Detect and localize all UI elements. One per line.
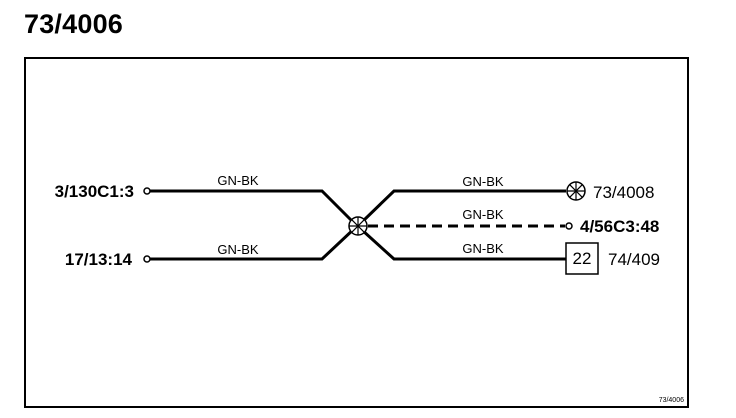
splice-icon[interactable] <box>348 216 368 236</box>
terminal-left-upper[interactable] <box>143 187 151 195</box>
wire-right-upper[interactable] <box>360 189 566 224</box>
left-lower-connector-label: 17/13:14 <box>65 250 133 269</box>
wire-color-label: GN-BK <box>462 174 504 189</box>
right-lower-connector-label: 74/409 <box>608 250 660 269</box>
wire-color-label: GN-BK <box>217 173 259 188</box>
wire-color-label: GN-BK <box>217 242 259 257</box>
wire-right-lower[interactable] <box>360 228 566 261</box>
right-upper-connector-label: 73/4008 <box>593 183 654 202</box>
terminal-right-middle[interactable] <box>565 222 573 230</box>
left-upper-connector-label: 3/130C1:3 <box>55 182 134 201</box>
wire-color-label: GN-BK <box>462 207 504 222</box>
terminal-left-lower[interactable] <box>143 255 151 263</box>
connector-box-label: 22 <box>573 249 592 268</box>
footer-reference: 73/4006 <box>659 397 684 404</box>
ground-splice-icon[interactable] <box>566 181 586 201</box>
page-title: 73/4006 <box>24 9 123 39</box>
diagram-frame <box>24 57 689 408</box>
wire-left-lower[interactable] <box>150 226 357 261</box>
wire-left-upper[interactable] <box>150 189 357 226</box>
right-middle-connector-label: 4/56C3:48 <box>580 217 659 236</box>
connector-box[interactable] <box>565 242 599 275</box>
wire-color-label: GN-BK <box>462 241 504 256</box>
